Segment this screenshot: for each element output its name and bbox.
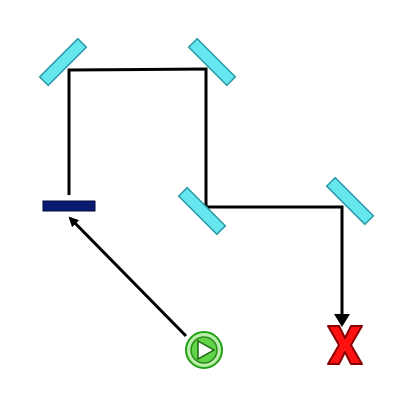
beam-segment-source-to-block <box>68 216 188 338</box>
beam-arrowhead <box>334 314 350 327</box>
mirror-1[interactable] <box>38 37 88 87</box>
mirror-4[interactable] <box>325 176 375 226</box>
beam-path <box>67 67 344 318</box>
mirror-3[interactable] <box>177 186 227 236</box>
target-x-icon[interactable] <box>327 325 363 365</box>
laser-source[interactable] <box>185 331 223 369</box>
mirror-2[interactable] <box>187 37 237 87</box>
horizontal-block[interactable] <box>42 200 96 212</box>
play-icon <box>197 339 216 361</box>
